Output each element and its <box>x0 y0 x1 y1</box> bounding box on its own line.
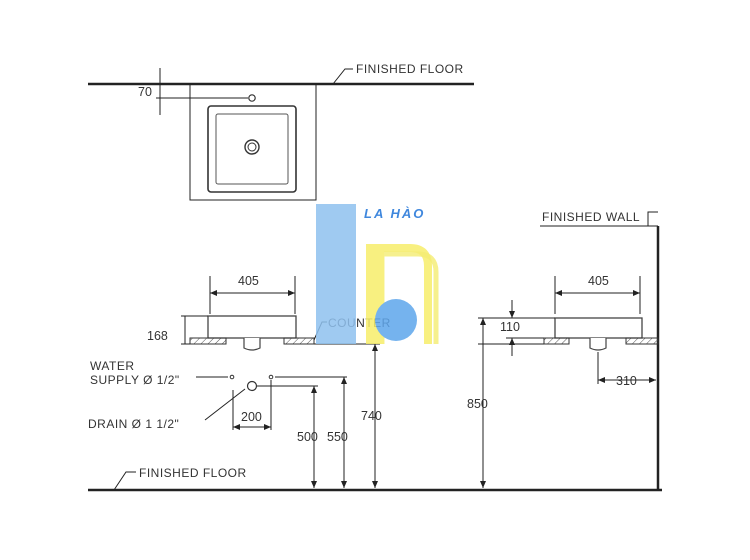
front-counter-right <box>283 337 315 345</box>
side-elevation: FINISHED WALL 405 110 850 310 <box>467 210 660 490</box>
plan-view: FINISHED FLOOR 70 <box>88 62 474 201</box>
side-counter-right <box>625 337 659 345</box>
label-finished-floor-bottom: FINISHED FLOOR <box>139 466 247 480</box>
front-counter-left <box>189 337 227 345</box>
plan-basin-inner <box>215 113 289 185</box>
dim-500-text: 500 <box>297 430 318 444</box>
label-finished-floor-top: FINISHED FLOOR <box>356 62 464 76</box>
side-310-text: 310 <box>616 374 637 388</box>
floor-bottom: FINISHED FLOOR <box>88 466 662 492</box>
front-405-text: 405 <box>238 274 259 288</box>
front-basin <box>207 315 297 339</box>
leader-finished-wall <box>647 211 658 226</box>
plan-basin-outer <box>207 105 297 193</box>
label-water-supply-1: WATER <box>90 359 135 373</box>
watermark-logo: LA HÀO <box>316 204 439 344</box>
logo-yellow-arc-2 <box>379 251 439 344</box>
drain-point <box>246 380 258 392</box>
dim-550-text: 550 <box>327 430 348 444</box>
leader-drain <box>204 388 246 421</box>
label-finished-wall: FINISHED WALL <box>542 210 640 224</box>
dim-740-text: 740 <box>361 409 382 423</box>
logo-text: LA HÀO <box>364 206 425 221</box>
plan-drain-inner-icon <box>247 142 257 152</box>
label-drain: DRAIN Ø 1 1/2" <box>88 417 179 431</box>
plan-drain-icon <box>244 139 260 155</box>
dim-850-text: 850 <box>467 397 488 411</box>
plan-faucet-hole-icon <box>248 94 256 102</box>
side-counter-left <box>543 337 570 345</box>
front-drain-body <box>243 338 261 351</box>
dim-70-text: 70 <box>138 85 152 99</box>
side-drain-body <box>589 338 607 351</box>
front-168-text: 168 <box>147 329 168 343</box>
label-water-supply-2: SUPPLY Ø 1/2" <box>90 373 180 387</box>
water-supply-point-left <box>229 374 235 380</box>
side-405-text: 405 <box>588 274 609 288</box>
front-200-text: 200 <box>241 410 262 424</box>
leader-finished-floor-bottom <box>113 471 136 491</box>
side-basin <box>554 317 643 339</box>
side-110-text: 110 <box>500 320 520 334</box>
water-supply-point-right <box>268 374 274 380</box>
plan-counter-outline <box>189 83 317 201</box>
logo-circle-icon <box>375 299 417 341</box>
logo-blue-bar <box>316 204 356 344</box>
logo-yellow-arc-1 <box>366 244 432 344</box>
leader-finished-floor-top <box>332 68 353 85</box>
